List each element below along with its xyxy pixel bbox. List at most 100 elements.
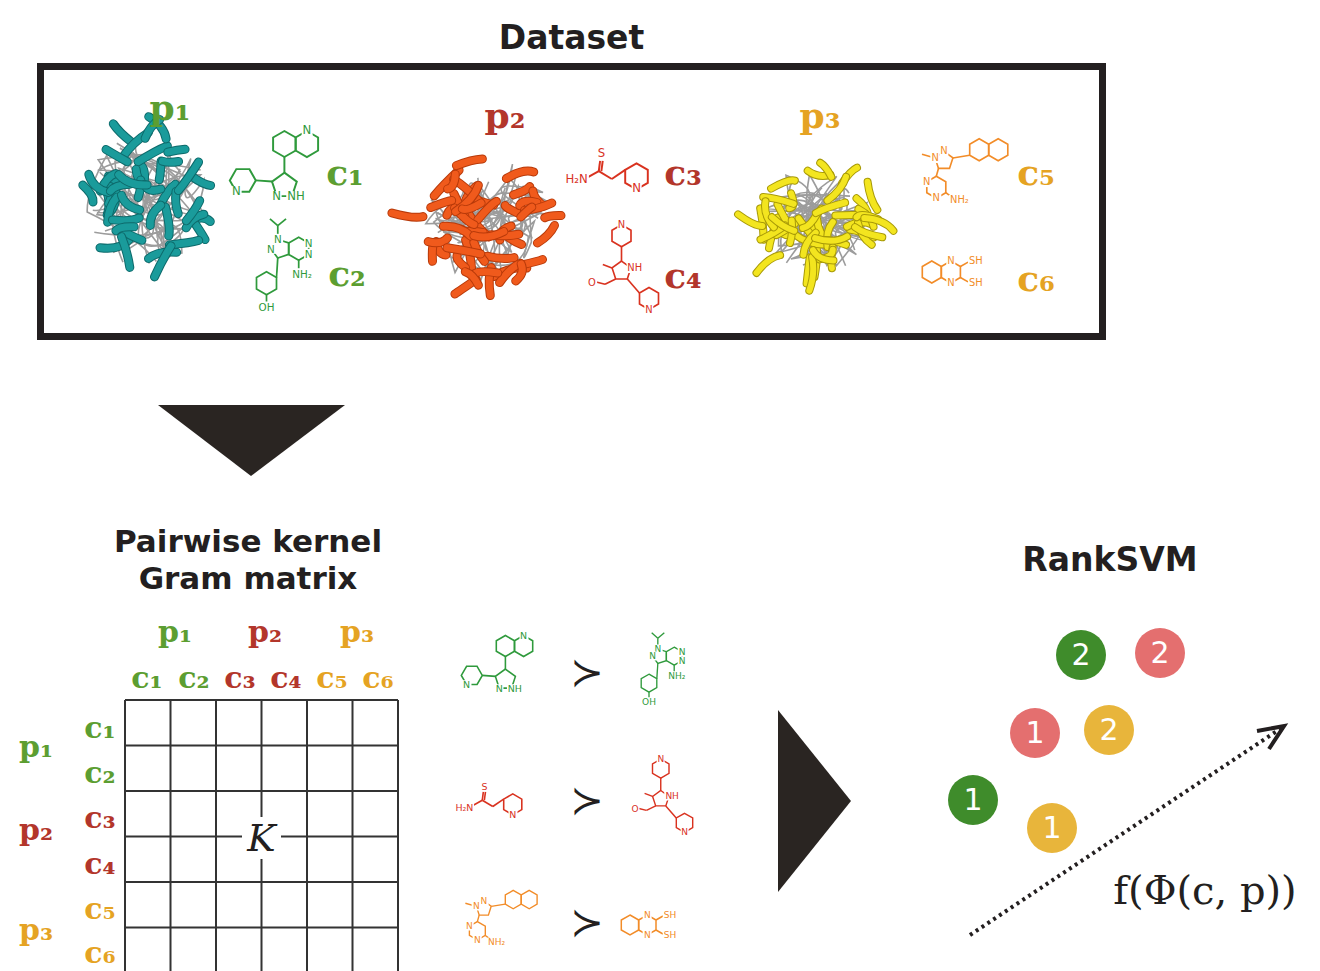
rank-number: 2 bbox=[1150, 638, 1169, 668]
formula-label: f(Φ(c, p)) bbox=[1113, 870, 1296, 910]
protein-label: p₁ bbox=[150, 89, 191, 125]
matrix-axis-label: c₂ bbox=[178, 663, 209, 693]
molecule-bond bbox=[960, 278, 968, 282]
protein-strand bbox=[83, 185, 93, 202]
molecule-bond bbox=[599, 161, 600, 171]
atom-label: NH bbox=[664, 792, 680, 801]
protein-strand bbox=[462, 203, 481, 210]
molecule-bond bbox=[639, 809, 647, 811]
protein-strand bbox=[815, 237, 847, 241]
protein-strand bbox=[516, 264, 523, 281]
molecule-bond bbox=[484, 792, 485, 800]
matrix-axis-label: p₁ bbox=[158, 617, 192, 647]
rank-number: 2 bbox=[1099, 715, 1118, 745]
protein-structures bbox=[83, 117, 894, 296]
grid-line bbox=[306, 700, 308, 971]
atom-label: S bbox=[480, 782, 488, 791]
grid-line bbox=[125, 881, 398, 883]
protein-strand bbox=[392, 213, 423, 217]
molecule-bond bbox=[256, 180, 272, 181]
protein-strand bbox=[447, 248, 481, 254]
atom-label: N bbox=[473, 936, 482, 945]
protein-strand bbox=[457, 255, 465, 267]
rank-circle: 2 bbox=[1056, 630, 1106, 680]
atom-label: OH bbox=[258, 302, 276, 312]
matrix-axis-label: c₅ bbox=[84, 894, 115, 924]
protein-strand bbox=[155, 246, 172, 277]
atom-label: H₂N bbox=[454, 803, 474, 812]
protein-strand bbox=[119, 175, 148, 185]
protein-strand bbox=[864, 218, 893, 231]
protein-strand bbox=[457, 255, 465, 267]
molecule-bond bbox=[660, 778, 661, 790]
protein-strand bbox=[448, 174, 456, 189]
molecule-bond bbox=[627, 279, 639, 293]
protein-strand bbox=[487, 256, 514, 258]
molecule-bond bbox=[647, 806, 656, 810]
matrix-axis-label: c₆ bbox=[84, 938, 115, 968]
atom-label: N bbox=[678, 647, 687, 656]
kernel-symbol: K bbox=[242, 817, 280, 859]
molecule-bond bbox=[666, 806, 676, 818]
molecule-bond bbox=[298, 260, 300, 268]
protein-strand bbox=[738, 214, 762, 226]
atom-label: N bbox=[648, 652, 657, 661]
molecule-bond bbox=[283, 157, 285, 173]
protein-strand bbox=[113, 124, 132, 143]
rank-number: 1 bbox=[1025, 718, 1044, 748]
grid-line bbox=[352, 700, 354, 971]
rank-number: 1 bbox=[1042, 813, 1061, 843]
atom-label: N bbox=[472, 902, 481, 911]
atom-label: NH₂ bbox=[487, 937, 506, 946]
protein-strand bbox=[816, 203, 845, 214]
atom-label: N bbox=[465, 922, 474, 931]
protein-strand bbox=[475, 272, 498, 274]
protein-strand bbox=[771, 180, 795, 188]
atom-label: N bbox=[302, 125, 313, 137]
section-heading: Pairwise kernel Gram matrix bbox=[68, 523, 428, 597]
protein-label: p₂ bbox=[485, 97, 526, 133]
protein-strand bbox=[813, 250, 834, 260]
protein-strand bbox=[113, 218, 140, 221]
protein-strand bbox=[813, 250, 834, 260]
protein-strand bbox=[178, 162, 198, 191]
protein-strand bbox=[506, 171, 533, 178]
matrix-axis-label: p₂ bbox=[19, 815, 53, 845]
grid-line bbox=[397, 700, 399, 971]
rank-circle: 1 bbox=[1027, 803, 1077, 853]
matrix-axis-label: p₃ bbox=[340, 617, 374, 647]
atom-label: O bbox=[631, 805, 640, 814]
atom-label: O bbox=[587, 278, 597, 288]
protein-strand bbox=[113, 124, 132, 143]
protein-strand bbox=[122, 237, 130, 268]
matrix-axis-label: p₂ bbox=[248, 617, 282, 647]
protein-strand bbox=[545, 216, 561, 218]
atom-label: H₂N bbox=[565, 174, 589, 186]
protein-strand bbox=[83, 185, 93, 202]
molecule-bond bbox=[277, 258, 278, 277]
protein-strand bbox=[815, 237, 847, 241]
matrix-axis-label: c₃ bbox=[84, 803, 115, 833]
atom-label: N bbox=[644, 305, 653, 315]
matrix-axis-label: c₁ bbox=[84, 713, 115, 743]
matrix-axis-label: p₃ bbox=[19, 915, 53, 945]
compound-label: c₅ bbox=[1017, 154, 1055, 190]
preference-symbol: ≻ bbox=[570, 652, 604, 692]
right-arrow-triangle bbox=[778, 710, 851, 892]
protein-strand bbox=[166, 207, 170, 236]
protein-strand bbox=[487, 256, 514, 258]
protein-strand bbox=[431, 201, 452, 208]
protein-strand bbox=[462, 203, 481, 210]
down-arrow-triangle bbox=[158, 405, 345, 476]
molecule-bond bbox=[953, 155, 970, 158]
atom-label: NH bbox=[286, 191, 306, 203]
protein-strand bbox=[122, 195, 140, 210]
molecule-ring bbox=[641, 674, 657, 692]
atom-label: N bbox=[231, 186, 242, 198]
protein-strand bbox=[122, 195, 140, 210]
molecule-bond bbox=[491, 904, 505, 906]
protein-strand bbox=[537, 225, 554, 243]
molecule-bond bbox=[482, 800, 493, 806]
atom-label: N bbox=[643, 911, 652, 920]
protein-strand bbox=[757, 255, 781, 273]
